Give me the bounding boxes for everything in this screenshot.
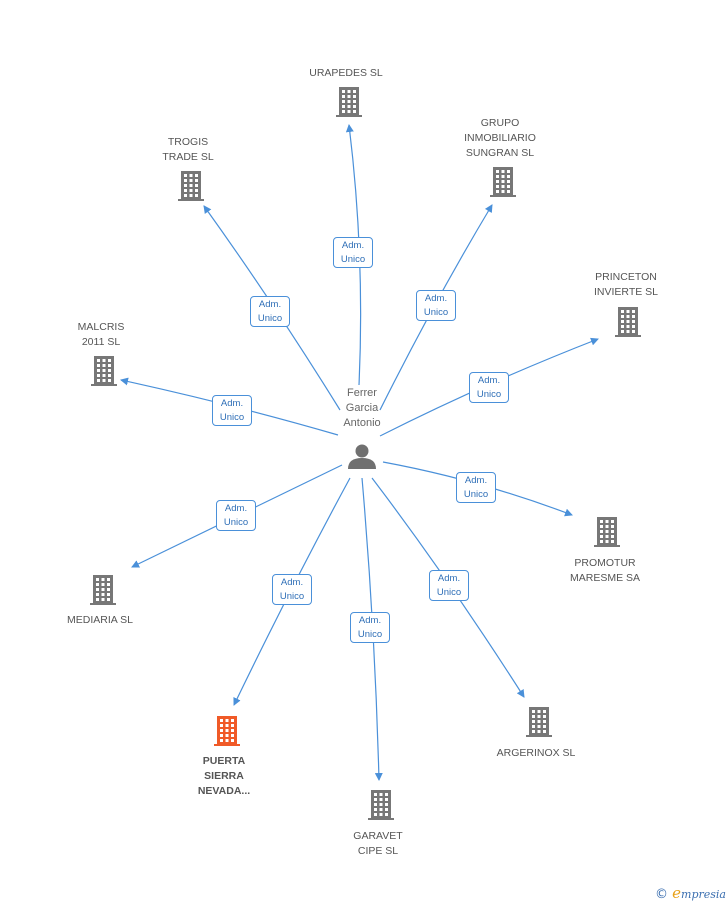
company-label-argerinox[interactable]: ARGERINOX SL	[497, 746, 576, 761]
company-label-line: MALCRIS	[77, 321, 125, 333]
company-label-line: URAPEDES SL	[309, 67, 383, 79]
company-label-line: MEDIARIA SL	[67, 614, 133, 626]
company-label-line: PROMOTUR	[574, 557, 636, 569]
company-label-line: CIPE SL	[357, 845, 399, 857]
role-badge-line: Unico	[476, 389, 502, 400]
person-name[interactable]: Ferrer Garcia Antonio	[343, 386, 380, 431]
building-icon[interactable]	[368, 790, 394, 820]
company-label-puerta[interactable]: PUERTA SIERRA NEVADA...	[198, 754, 250, 799]
role-badge-line: Unico	[257, 313, 283, 324]
role-badge-grupo[interactable]: Adm. Unico	[416, 290, 456, 321]
role-badge-line: Unico	[357, 629, 383, 640]
footer-brand[interactable]: © empresia	[655, 884, 726, 902]
building-icon[interactable]	[490, 167, 516, 197]
company-label-line: SUNGRAN SL	[465, 147, 535, 159]
role-badge-line: Adm.	[224, 503, 248, 514]
building-icon[interactable]	[178, 171, 204, 201]
company-label-line: TRADE SL	[162, 151, 214, 163]
person-icon[interactable]	[348, 444, 376, 470]
brand-logo-text: mpresia	[681, 888, 726, 901]
role-badge-line: Adm.	[220, 398, 244, 409]
role-badge-line: Unico	[436, 587, 462, 598]
company-label-line: NEVADA...	[197, 785, 251, 797]
company-label-line: INVIERTE SL	[594, 286, 658, 298]
role-badge-argerinox[interactable]: Adm. Unico	[429, 570, 469, 601]
company-label-grupo[interactable]: GRUPO INMOBILIARIO SUNGRAN SL	[464, 116, 536, 161]
person-name-line: Antonio	[343, 417, 381, 429]
role-badge-line: Adm.	[358, 615, 382, 626]
company-label-line: MARESME SA	[569, 572, 641, 584]
role-badge-line: Adm.	[258, 299, 282, 310]
company-label-line: INMOBILIARIO	[464, 132, 536, 144]
role-badge-line: Unico	[279, 591, 305, 602]
role-badge-promotur[interactable]: Adm. Unico	[456, 472, 496, 503]
company-label-princeton[interactable]: PRINCETON INVIERTE SL	[594, 270, 658, 300]
role-badge-line: Adm.	[424, 293, 448, 304]
building-icon[interactable]	[594, 517, 620, 547]
building-icon[interactable]	[615, 307, 641, 337]
role-badge-line: Unico	[223, 517, 249, 528]
building-icon[interactable]	[91, 356, 117, 386]
building-icon[interactable]	[526, 707, 552, 737]
building-icon[interactable]	[336, 87, 362, 117]
company-label-line: ARGERINOX SL	[496, 747, 576, 759]
company-label-trogis[interactable]: TROGIS TRADE SL	[162, 135, 213, 165]
company-label-line: PUERTA	[202, 755, 246, 767]
role-badge-mediaria[interactable]: Adm. Unico	[216, 500, 256, 531]
role-badge-line: Adm.	[341, 240, 365, 251]
person-name-line: Garcia	[345, 402, 379, 414]
role-badge-line: Unico	[340, 254, 366, 265]
company-label-line: 2011 SL	[81, 336, 121, 348]
role-badge-malcris[interactable]: Adm. Unico	[212, 395, 252, 426]
company-label-line: SIERRA	[204, 770, 244, 782]
role-badge-urapedes[interactable]: Adm. Unico	[333, 237, 373, 268]
company-label-line: GRUPO	[480, 117, 520, 129]
role-badge-line: Adm.	[464, 475, 488, 486]
company-label-garavet[interactable]: GARAVET CIPE SL	[353, 829, 402, 859]
company-label-urapedes[interactable]: URAPEDES SL	[309, 66, 383, 81]
role-badge-line: Adm.	[477, 375, 501, 386]
role-badge-line: Unico	[423, 307, 449, 318]
person-name-line: Ferrer	[347, 387, 377, 399]
role-badge-princeton[interactable]: Adm. Unico	[469, 372, 509, 403]
company-label-line: GARAVET	[353, 830, 403, 842]
role-badge-line: Unico	[219, 412, 245, 423]
role-badge-line: Unico	[463, 489, 489, 500]
company-label-line: TROGIS	[167, 136, 209, 148]
copyright-symbol: ©	[655, 887, 668, 902]
role-badge-trogis[interactable]: Adm. Unico	[250, 296, 290, 327]
company-label-mediaria[interactable]: MEDIARIA SL	[67, 613, 133, 628]
company-label-malcris[interactable]: MALCRIS 2011 SL	[78, 320, 125, 350]
building-icon[interactable]	[90, 575, 116, 605]
company-label-promotur[interactable]: PROMOTUR MARESME SA	[570, 556, 640, 586]
company-label-line: PRINCETON	[595, 271, 657, 283]
role-badge-line: Adm.	[280, 577, 304, 588]
icons-layer	[90, 87, 641, 820]
building-icon[interactable]	[214, 716, 240, 746]
role-badge-line: Adm.	[437, 573, 461, 584]
role-badge-garavet[interactable]: Adm. Unico	[350, 612, 390, 643]
brand-logo-initial: e	[672, 884, 682, 902]
role-badge-puerta[interactable]: Adm. Unico	[272, 574, 312, 605]
